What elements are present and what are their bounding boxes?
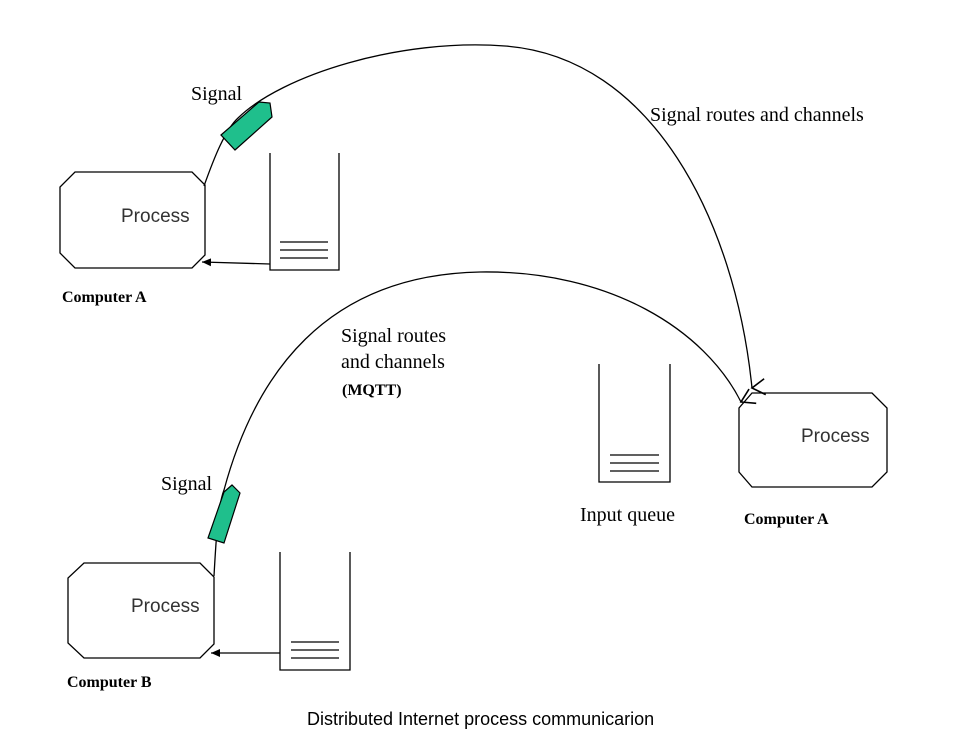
- process-label-right: Process: [801, 426, 870, 447]
- input-queue-label: Input queue: [580, 504, 675, 526]
- signal-label-top: Signal: [191, 83, 243, 105]
- route-curve-top: [203, 44, 767, 396]
- queue-bottom-left: [279, 552, 351, 671]
- diagram-caption: Distributed Internet process communicari…: [307, 709, 655, 729]
- process-label-bottom-left: Process: [131, 596, 200, 617]
- signal-shape-bottom: [207, 484, 241, 544]
- route-curve-bottom: [213, 271, 757, 577]
- computer-label-bottom-left: Computer B: [67, 674, 152, 691]
- queue-input: [598, 364, 671, 483]
- process-box-right: [738, 392, 888, 488]
- computer-label-top-left: Computer A: [62, 289, 147, 306]
- signal-label-bottom: Signal: [161, 473, 213, 495]
- route-label-bottom-line3: (MQTT): [342, 382, 402, 399]
- signal-shape-top: [220, 101, 273, 151]
- route-label-top: Signal routes and channels: [650, 104, 864, 126]
- process-box-bottom-left: [67, 562, 215, 659]
- process-box-top-left: [59, 171, 206, 269]
- queue-to-process-arrow-top: [201, 258, 271, 267]
- route-label-bottom: Signal routes and channels: [341, 323, 446, 375]
- route-label-bottom-line1: Signal routes: [341, 325, 446, 347]
- computer-label-right: Computer A: [744, 511, 829, 528]
- route-label-bottom-line2: and channels: [341, 351, 445, 373]
- queue-top-left: [269, 153, 340, 271]
- process-label-top-left: Process: [121, 206, 190, 227]
